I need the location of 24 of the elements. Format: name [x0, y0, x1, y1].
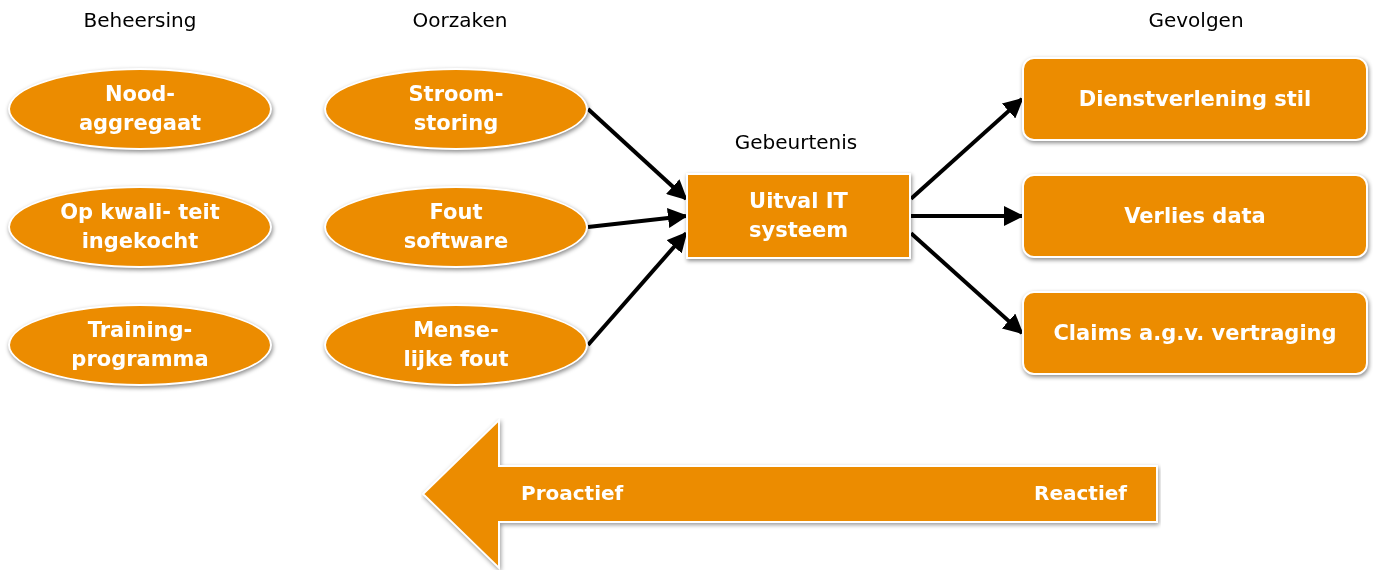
- node-label: Mense- lijke fout: [402, 317, 510, 373]
- column-heading: Beheersing: [83, 8, 197, 32]
- consequence-box: [1022, 174, 1368, 258]
- column-heading: Oorzaken: [412, 8, 508, 32]
- node-label: Verlies data: [1123, 202, 1267, 230]
- node-label: Claims a.g.v. vertraging: [1052, 319, 1338, 347]
- event-box: [686, 173, 911, 259]
- consequence-box: [1022, 57, 1368, 141]
- arrow: [911, 206, 1024, 226]
- node-label: Fout software: [402, 199, 510, 255]
- consequence-box: [1022, 291, 1368, 375]
- arrow: [586, 107, 688, 201]
- node-label: Dienstverlening stil: [1077, 85, 1313, 113]
- node-label: Stroom- storing: [407, 81, 505, 137]
- column-heading: Gebeurtenis: [734, 130, 858, 154]
- node-label: Training- programma: [70, 317, 210, 373]
- arrow: [586, 231, 688, 347]
- node-label: Uitval IT systeem: [747, 188, 850, 244]
- arrow: [587, 208, 688, 229]
- arrow-label: Reactief: [1034, 481, 1127, 505]
- arrow-label: Proactief: [521, 481, 624, 505]
- node-label: Op kwali- teit ingekocht: [59, 199, 221, 255]
- column-heading: Gevolgen: [1148, 8, 1244, 32]
- node-label: Nood- aggregaat: [77, 81, 203, 137]
